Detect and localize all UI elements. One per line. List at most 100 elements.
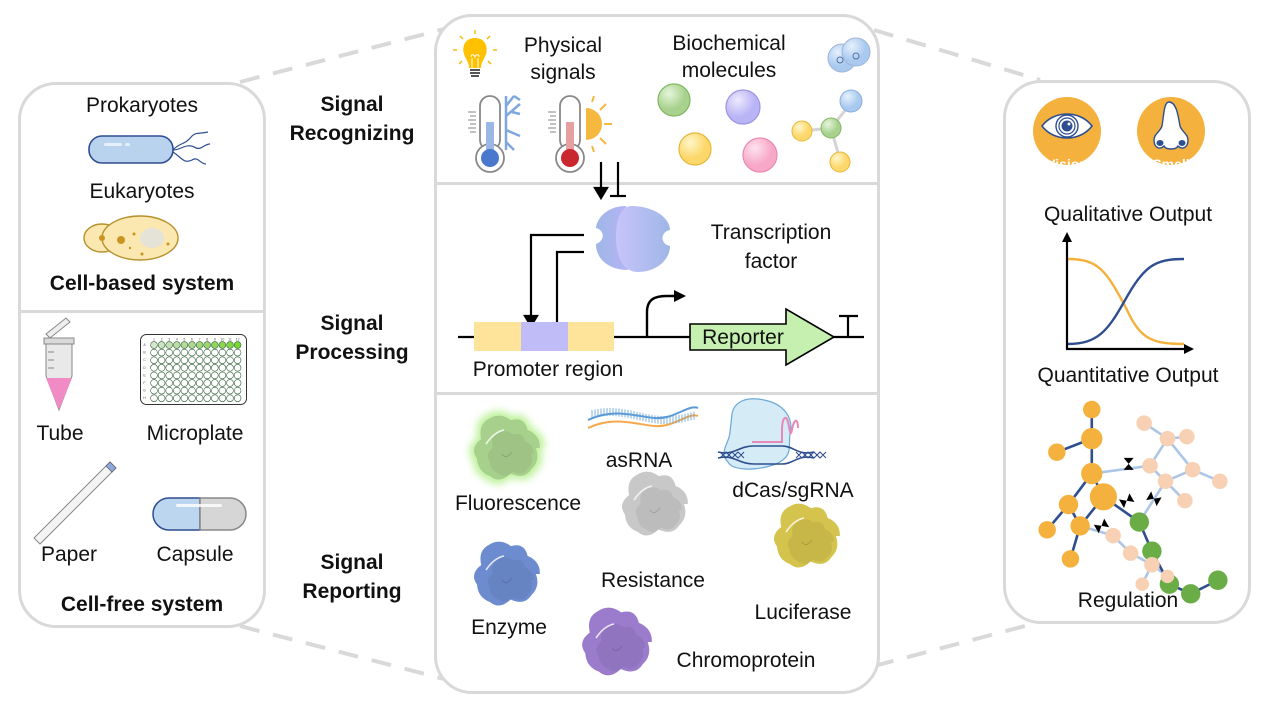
plate-well bbox=[150, 394, 158, 402]
stage-recognizing-line2: Recognizing bbox=[289, 122, 415, 145]
network-node bbox=[1179, 428, 1195, 445]
plate-well bbox=[195, 386, 204, 395]
stage-reporting-line2: Reporting bbox=[302, 580, 402, 603]
reporter-label-chromoprotein: Chromoprotein bbox=[676, 649, 816, 672]
smell-badge bbox=[1137, 97, 1205, 165]
connector-bottom-left bbox=[239, 624, 449, 682]
plate-well bbox=[157, 348, 166, 357]
plate-row-label: B bbox=[143, 351, 146, 355]
plate-row-label: G bbox=[143, 389, 146, 393]
plate-well bbox=[203, 386, 211, 395]
plate-well bbox=[188, 364, 196, 372]
cold-thermometer-icon bbox=[468, 94, 521, 173]
center-divider-2 bbox=[436, 392, 878, 395]
transcription-start-arrow bbox=[645, 294, 676, 337]
plate-well bbox=[233, 356, 242, 364]
plate-well bbox=[188, 379, 196, 387]
network-node bbox=[1038, 521, 1056, 539]
quantitative-output-title: Quantitative Output bbox=[1037, 364, 1219, 387]
connector-top-right bbox=[873, 28, 1041, 82]
plate-well bbox=[180, 386, 189, 395]
plate-well bbox=[218, 394, 227, 402]
connector-bottom-right bbox=[873, 620, 1041, 668]
plate-well bbox=[226, 394, 234, 402]
plate-well bbox=[203, 348, 211, 357]
regulation-title: Regulation bbox=[1077, 589, 1179, 612]
plate-well bbox=[233, 394, 242, 402]
plate-column-label: 3 bbox=[168, 338, 170, 342]
plate-well bbox=[226, 341, 234, 349]
plate-well bbox=[233, 371, 242, 380]
plate-well bbox=[173, 394, 181, 402]
plate-well bbox=[218, 386, 227, 395]
network-node bbox=[1160, 569, 1175, 584]
capsule-icon bbox=[152, 497, 247, 531]
plate-well bbox=[165, 356, 173, 364]
plate-well bbox=[157, 371, 166, 380]
bacterium-icon bbox=[88, 131, 211, 165]
physical-label-line2: signals bbox=[530, 61, 596, 84]
network-node bbox=[1177, 492, 1193, 509]
paper-strip-icon bbox=[33, 461, 117, 545]
network-node bbox=[1105, 527, 1121, 544]
prokaryotes-label: Prokaryotes bbox=[85, 94, 199, 117]
plate-well bbox=[226, 348, 234, 357]
plate-well bbox=[165, 371, 173, 380]
plate-column-label: 10 bbox=[220, 338, 224, 342]
plate-well bbox=[195, 364, 204, 372]
reporter-protein-enzyme bbox=[473, 541, 540, 606]
stage-recognizing: Signal Recognizing bbox=[272, 90, 432, 148]
plate-well bbox=[180, 394, 189, 402]
plate-well bbox=[226, 379, 234, 387]
plate-row-label: E bbox=[143, 373, 146, 377]
plate-well bbox=[150, 364, 158, 372]
plate-row-label: F bbox=[143, 381, 145, 385]
plate-well bbox=[173, 386, 181, 395]
plate-well bbox=[188, 394, 196, 402]
network-node bbox=[1212, 473, 1228, 490]
plate-column-label: 7 bbox=[199, 338, 201, 342]
plate-well bbox=[165, 379, 173, 387]
plate-well bbox=[180, 379, 189, 387]
plate-row-label: D bbox=[143, 366, 146, 370]
tf-repression-bar bbox=[547, 250, 584, 330]
plate-well bbox=[211, 371, 219, 380]
tube-label: Tube bbox=[36, 422, 84, 445]
tf-label-line1: Transcription bbox=[710, 221, 832, 244]
plate-well bbox=[188, 356, 196, 364]
plate-well bbox=[195, 348, 204, 357]
quantitative-curve-chart bbox=[1062, 232, 1194, 354]
plate-well bbox=[203, 394, 211, 402]
reporter-label-asrna: asRNA bbox=[605, 449, 673, 472]
network-node bbox=[1058, 494, 1079, 515]
reporter-protein-fluorescence bbox=[469, 410, 545, 485]
plate-row-label: A bbox=[143, 343, 146, 347]
reporter-protein-luciferase bbox=[773, 503, 840, 568]
network-node bbox=[1122, 545, 1139, 561]
genetic-circuit bbox=[458, 162, 864, 367]
network-node bbox=[1142, 541, 1162, 561]
plate-well bbox=[188, 386, 196, 395]
chart-axes bbox=[1062, 232, 1194, 354]
plate-well bbox=[150, 341, 158, 349]
plate-well bbox=[157, 379, 166, 387]
plate-column-label: 8 bbox=[206, 338, 208, 342]
reporter-protein-resistance bbox=[621, 471, 688, 536]
microplate-label: Microplate bbox=[146, 422, 244, 445]
plate-well bbox=[203, 379, 211, 387]
network-node bbox=[1159, 430, 1176, 447]
plate-well bbox=[211, 348, 219, 357]
reporters-illustration bbox=[469, 398, 840, 676]
plate-well bbox=[218, 348, 227, 357]
cell-free-system-title: Cell-free system bbox=[60, 593, 224, 616]
capsule-label: Capsule bbox=[156, 543, 234, 566]
network-node bbox=[1157, 473, 1174, 490]
reporter-label-resistance: Resistance bbox=[601, 569, 705, 592]
plate-well bbox=[233, 379, 242, 387]
physical-signals-label: Physical signals bbox=[508, 32, 618, 86]
plate-well bbox=[226, 371, 234, 380]
curve-decreasing bbox=[1067, 257, 1185, 346]
tf-activation-arrow bbox=[523, 233, 584, 329]
network-node bbox=[1208, 570, 1228, 590]
